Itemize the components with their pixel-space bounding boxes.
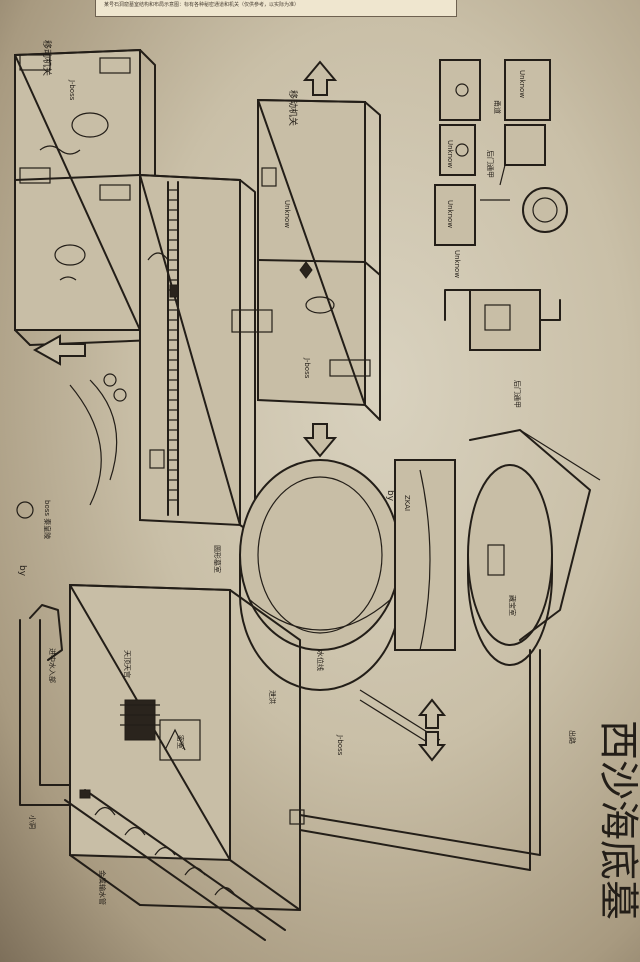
lower-right-passage [289, 649, 541, 871]
label-unknow-3: Unknow [446, 200, 454, 228]
right-round-room [467, 429, 601, 666]
label-unknow-4: Unknow [446, 140, 454, 168]
label-jboss-lower: J-boss [336, 734, 344, 756]
lower-left-slab [69, 583, 301, 911]
map-title: 西沙海底墓 [595, 720, 640, 920]
upper-left-chamber [14, 48, 156, 346]
label-by-1: by [17, 565, 27, 577]
label-treasure-room: 藏宝室 [508, 595, 517, 616]
label-flood-gate: 泄洪 [268, 690, 277, 704]
label-unknow-1: Unknow [283, 200, 291, 228]
label-move-mechanism-top: 移动机关 [41, 40, 53, 76]
direction-arrows [32, 60, 338, 458]
label-back-door: 后门通甲 [486, 150, 495, 178]
upper-right-chamber [231, 98, 381, 421]
label-hidden-room: 密室 [176, 735, 185, 749]
label-corridor: 甬道 [493, 100, 502, 114]
label-exit-path: 出路 [568, 730, 577, 744]
header-note: 某号石洞窟墓室结构和布局示意图：标有各种秘密通道和机关（仅供参考，以实际为准） [95, 0, 457, 17]
upper-right-complex [434, 59, 568, 351]
label-shore-entry: 进中水入部 [48, 648, 57, 683]
label-small-cave: 小洞 [28, 815, 37, 829]
label-metal-pipe: 金属输水管 [98, 870, 107, 905]
circular-hall [239, 459, 456, 691]
label-back-door-2: 后门通甲 [513, 380, 522, 408]
label-zkai: ZKAI [403, 495, 411, 511]
label-by-2: by [385, 490, 395, 502]
label-unknow-2: Unknow [518, 70, 526, 98]
label-water-level: 水位线 [316, 650, 325, 671]
label-unknow-5: Unknow [453, 250, 461, 278]
label-jboss-mid: J-boss [303, 357, 311, 379]
label-ceiling-trap: 天顶天宫 [123, 650, 132, 678]
label-jboss-top: J-boss [68, 79, 76, 101]
header-note-text: 某号石洞窟墓室结构和布局示意图：标有各种秘密通道和机关（仅供参考，以实际为准） [104, 2, 300, 8]
left-passage [19, 604, 71, 806]
label-move-mechanism-mid: 移动机关 [287, 90, 299, 126]
long-corridor [139, 173, 256, 536]
label-boss-note: boss 秦皇陵 [43, 500, 52, 539]
metal-pipe [64, 789, 286, 941]
water-flows [16, 373, 127, 519]
label-circular-hall: 圆形墓室 [213, 545, 222, 573]
